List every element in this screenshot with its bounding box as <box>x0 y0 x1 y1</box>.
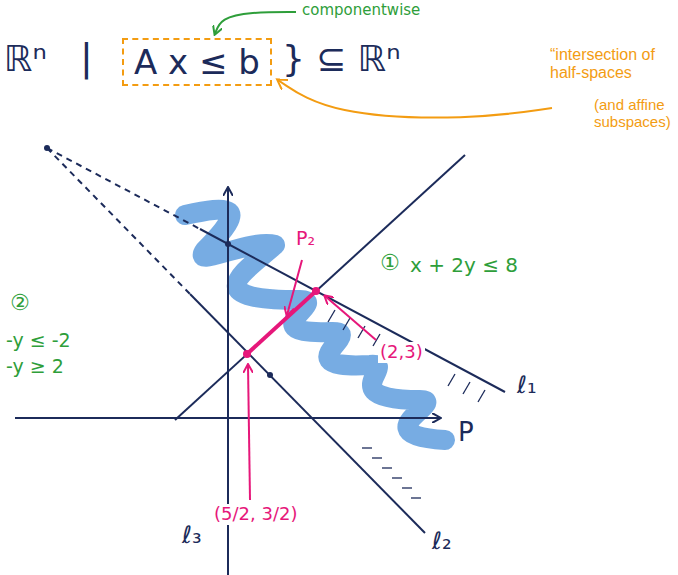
face-segment <box>247 291 316 354</box>
inequality-text: A x ≤ b <box>134 42 260 82</box>
point-label: (5/2, 3/2) <box>212 504 299 525</box>
face-label: P₂ <box>294 228 317 250</box>
line-label: ℓ₁ <box>515 372 539 400</box>
intercept-dot <box>225 241 231 247</box>
vertex-dot <box>312 287 320 295</box>
point-dot <box>267 372 273 378</box>
leader-line <box>325 296 376 340</box>
line-l3 <box>175 155 465 420</box>
constraint-text: -y ≥ 2 <box>4 356 66 378</box>
annotation-note: (and affine subspaces) <box>592 96 674 131</box>
vertex-dot <box>243 350 251 358</box>
leader-arrow <box>278 80 552 118</box>
annotation-note: componentwise <box>300 2 422 19</box>
hatching <box>328 310 485 498</box>
annotation-note: “intersection of half-spaces <box>548 46 670 83</box>
x-axis <box>15 417 440 419</box>
set-closing: } ⊆ ℝⁿ <box>280 38 403 79</box>
set-bar: | <box>78 36 95 80</box>
leader-line <box>248 365 250 500</box>
point-label: (2,3) <box>378 342 425 363</box>
constraint-text: -y ≤ -2 <box>4 330 73 352</box>
constraint-box: A x ≤ b <box>122 38 272 86</box>
leader-arrow <box>215 12 296 34</box>
line-label: ℓ₃ <box>180 522 204 550</box>
constraint-number: ① <box>378 250 402 275</box>
line-label: ℓ₂ <box>430 528 454 556</box>
constraint-text: x + 2y ≤ 8 <box>408 254 520 277</box>
apex-dot <box>44 145 50 151</box>
constraint-number: ② <box>8 290 32 315</box>
leader-line <box>287 260 302 315</box>
set-label: P <box>456 418 476 448</box>
line-l2 <box>190 294 425 533</box>
region-scribble <box>185 210 445 440</box>
set-symbol: ℝⁿ <box>2 38 49 79</box>
line-l1-dashed <box>47 148 200 229</box>
line-l2-dashed <box>47 148 190 294</box>
